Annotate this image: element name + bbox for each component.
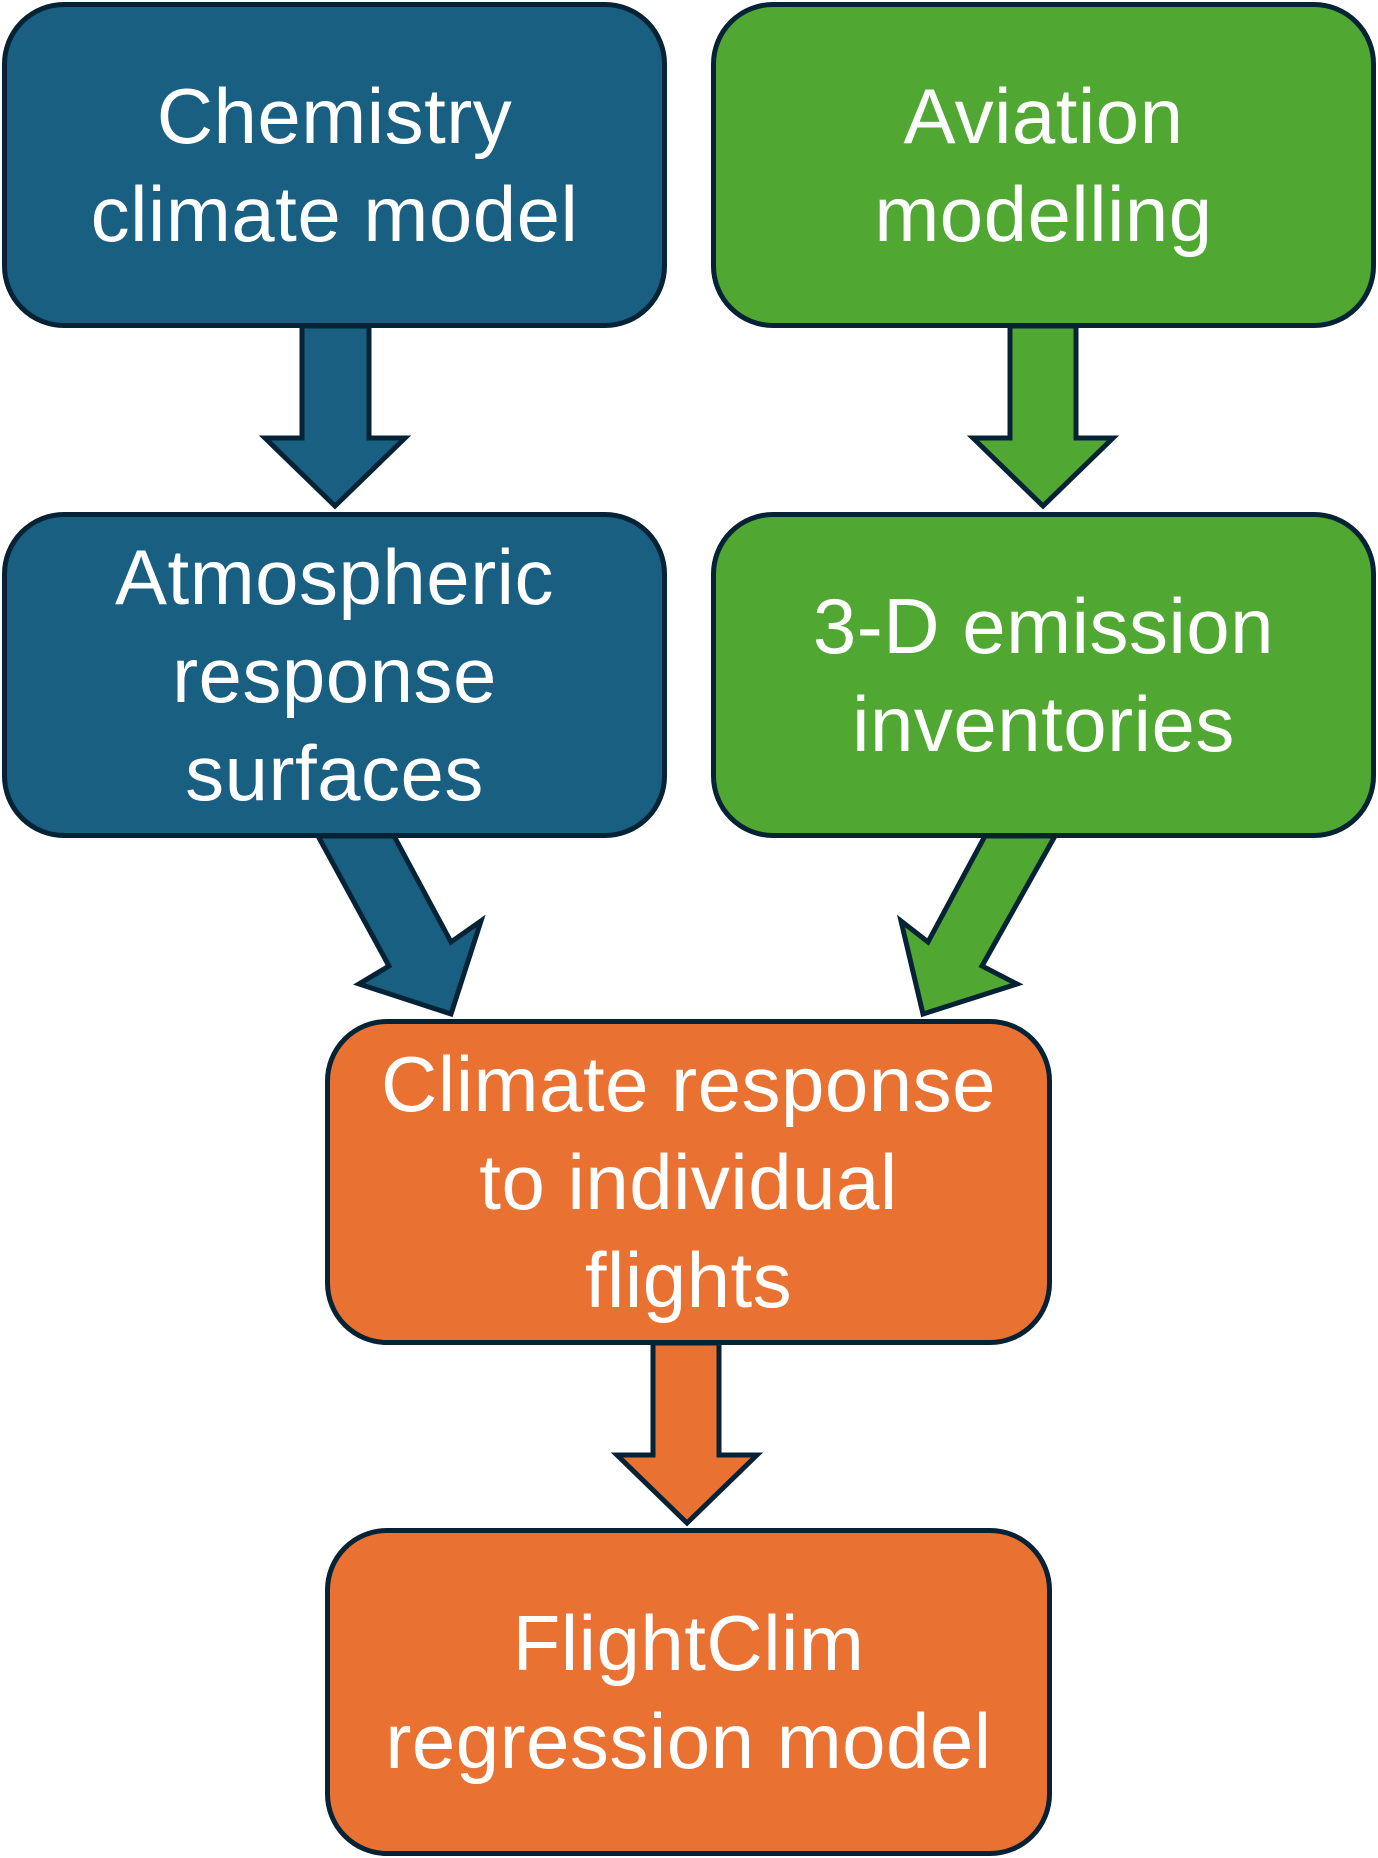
arrow-chemistry-to-atmospheric (258, 323, 412, 510)
node-label: Climate response to individual flights (381, 1040, 996, 1324)
arrow-emissions-to-climate-response (896, 833, 1060, 1018)
arrow-climate-response-to-flightclim (610, 1340, 764, 1527)
node-aviation-modelling: Aviation modelling (711, 2, 1376, 328)
arrow-atmospheric-to-climate-response (313, 833, 486, 1018)
node-emission-inventories: 3-D emission inventories (711, 512, 1376, 838)
node-climate-response-flights: Climate response to individual flights (325, 1019, 1052, 1345)
node-label: FlightClim regression model (385, 1599, 992, 1785)
arrow-aviation-to-emissions (966, 323, 1120, 510)
node-label: Atmospheric response surfaces (115, 533, 554, 817)
node-label: Chemistry climate model (90, 72, 579, 258)
node-flightclim-model: FlightClim regression model (325, 1528, 1052, 1856)
node-label: Aviation modelling (874, 72, 1213, 258)
node-atmospheric-response-surfaces: Atmospheric response surfaces (2, 512, 667, 838)
node-chemistry-climate-model: Chemistry climate model (2, 2, 667, 328)
node-label: 3-D emission inventories (812, 582, 1275, 768)
